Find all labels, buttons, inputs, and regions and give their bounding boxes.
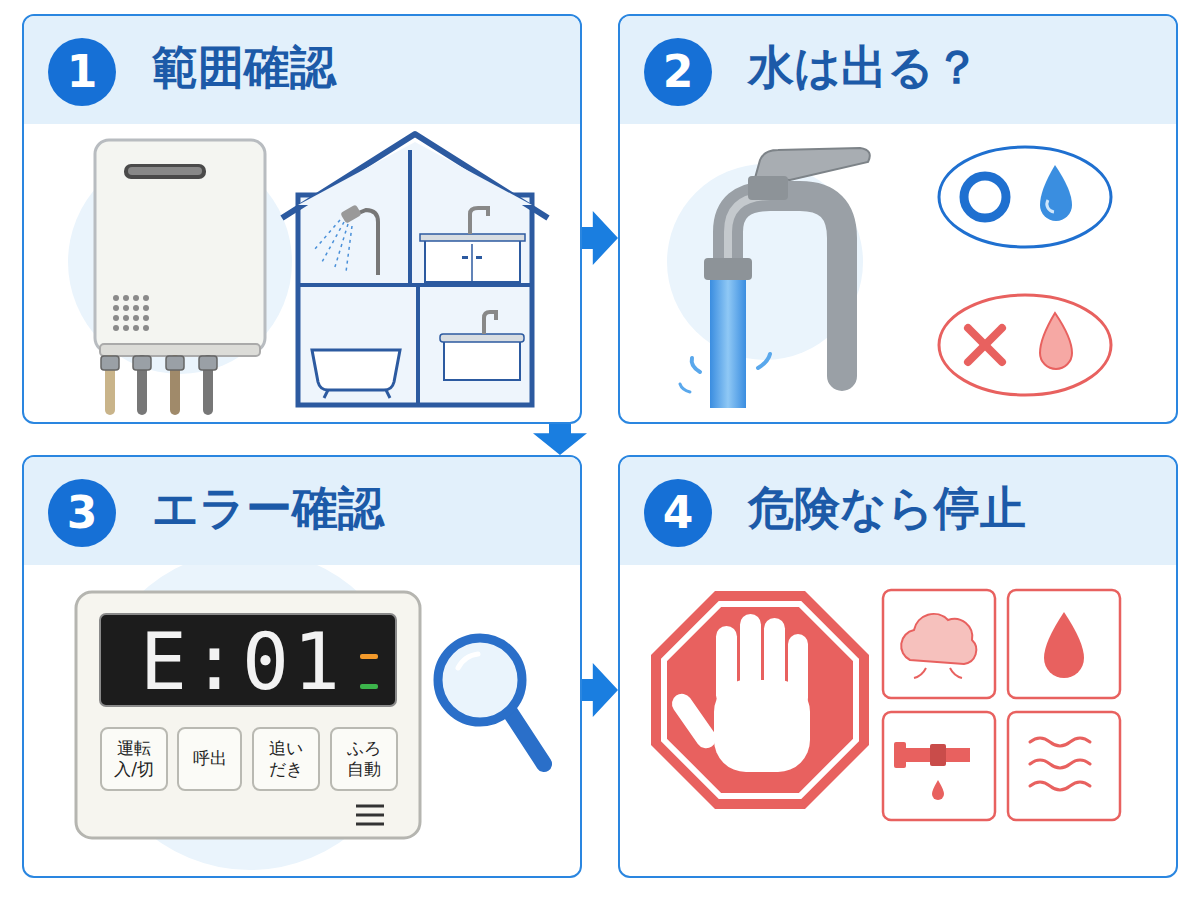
step-heading: 範囲確認 — [152, 40, 336, 95]
step-panel: 危険なら停止 4 — [618, 455, 1178, 878]
step-panel: エラー確認 3E:01 運転 入/切 呼出 追い だきふろ 自動 — [22, 455, 582, 878]
button-label: 追い だき — [258, 738, 314, 781]
remote-controller — [76, 592, 420, 838]
ng-mark — [939, 295, 1111, 395]
flow-arrow — [533, 424, 587, 455]
step-number-text: 3 — [67, 491, 98, 535]
magnifier — [438, 638, 544, 764]
step-number: 3 — [48, 479, 116, 547]
remote-button: ふろ 自動 — [330, 727, 398, 791]
error-code: E:01 — [140, 623, 344, 701]
step-heading: 危険なら停止 — [748, 481, 1026, 536]
ok-mark — [939, 147, 1111, 247]
flow-arrow — [582, 211, 618, 265]
leak-drop-icon — [1044, 612, 1084, 678]
flow-arrow — [582, 663, 618, 717]
stop-sign — [651, 591, 869, 809]
pipe-leak-icon — [894, 742, 970, 800]
step-number: 4 — [644, 479, 712, 547]
step-number-text: 1 — [67, 50, 98, 94]
house — [282, 134, 548, 405]
button-label: 呼出 — [193, 748, 227, 769]
error-display: E:01 — [102, 616, 398, 708]
remote-button: 呼出 — [177, 727, 242, 791]
step-panel: 水は出る？ 2 — [618, 14, 1178, 424]
water-heater — [95, 140, 265, 410]
smoke-icon — [901, 614, 976, 678]
step-heading: 水は出る？ — [748, 40, 980, 95]
faucet — [680, 148, 870, 408]
odor-icon — [1030, 738, 1090, 790]
step-panel: 範囲確認 1 — [22, 14, 582, 424]
remote-button: 追い だき — [252, 727, 320, 791]
button-label: 運転 入/切 — [106, 738, 162, 781]
step-number: 2 — [644, 38, 712, 106]
step-number-text: 2 — [663, 50, 694, 94]
button-label: ふろ 自動 — [336, 738, 392, 781]
step-number-text: 4 — [663, 491, 694, 535]
hazard-icons — [883, 590, 1120, 820]
remote-button: 運転 入/切 — [100, 727, 168, 791]
step-heading: エラー確認 — [152, 481, 384, 536]
step-number: 1 — [48, 38, 116, 106]
